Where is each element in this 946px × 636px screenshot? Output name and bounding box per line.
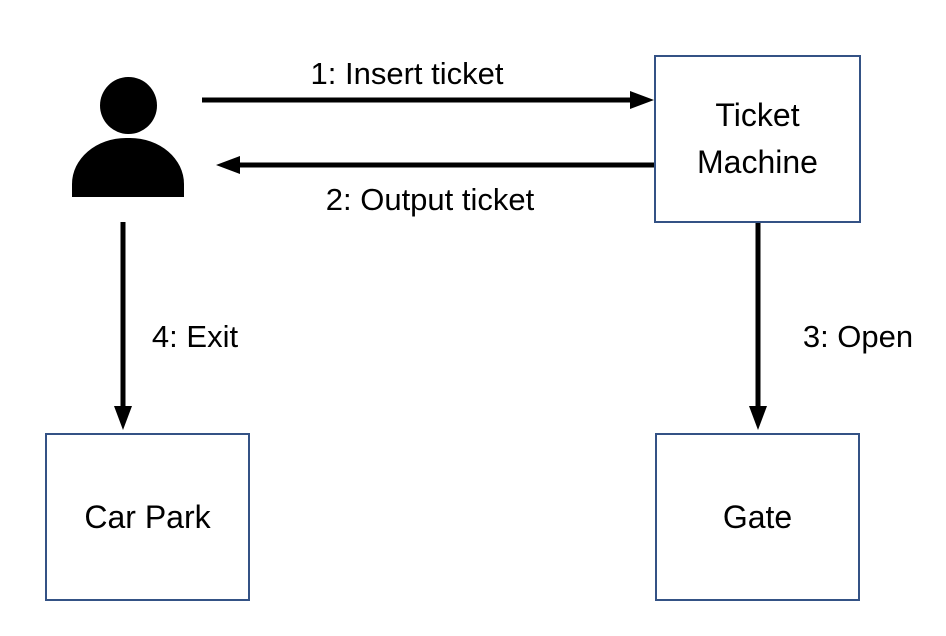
ticket-machine-label: Ticket Machine: [697, 97, 818, 180]
gate-box: Gate: [655, 433, 860, 601]
gate-label: Gate: [722, 498, 793, 535]
arrow-open-gate: [749, 223, 767, 430]
person-head-icon: [100, 77, 157, 134]
arrow-insert-ticket: [202, 91, 654, 109]
message-label-output-ticket: 2: Output ticket: [325, 182, 535, 217]
arrow-output-ticket: [216, 156, 654, 174]
message-label-insert-ticket: 1: Insert ticket: [310, 56, 504, 91]
message-label-exit: 4: Exit: [151, 319, 239, 354]
ticket-machine-box: Ticket Machine: [654, 55, 861, 223]
car-park-label: Car Park: [84, 498, 211, 535]
arrow-exit-car-park: [114, 222, 132, 430]
message-label-open: 3: Open: [802, 319, 914, 354]
car-park-box: Car Park: [45, 433, 250, 601]
